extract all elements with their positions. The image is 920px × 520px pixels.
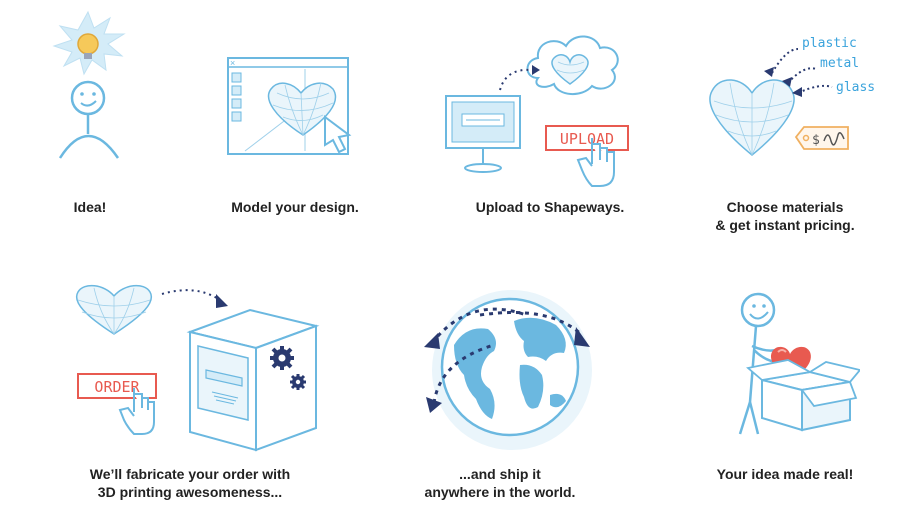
material-glass: glass (836, 80, 875, 95)
modeling-window-heart-icon: × (227, 57, 352, 155)
globe-shipping-icon (424, 290, 592, 450)
step-caption: Upload to Shapeways. (475, 199, 625, 215)
person-box-heart-icon (738, 292, 860, 435)
svg-text:×: × (230, 58, 235, 68)
price-tag: $ (812, 133, 820, 148)
material-metal: metal (820, 56, 859, 71)
step-caption: ...and ship it anywhere in the world. (424, 466, 576, 500)
computer-upload-cloud-icon: UPLOAD (445, 35, 629, 187)
materials-price-tag-icon: plastic metal glass $ (709, 36, 875, 156)
order-button[interactable]: ORDER (94, 378, 140, 396)
upload-button[interactable]: UPLOAD (560, 130, 614, 148)
printer-order-icon: ORDER (75, 284, 320, 452)
material-plastic: plastic (802, 36, 857, 51)
step-caption: Model your design. (231, 199, 359, 215)
step-caption: Your idea made real! (716, 466, 854, 482)
step-caption: Idea! (73, 199, 107, 215)
step-caption: Choose materials & get instant pricing. (715, 199, 855, 233)
step-caption: We’ll fabricate your order with 3D print… (89, 466, 291, 500)
idea-person-lightbulb-icon (52, 10, 126, 159)
